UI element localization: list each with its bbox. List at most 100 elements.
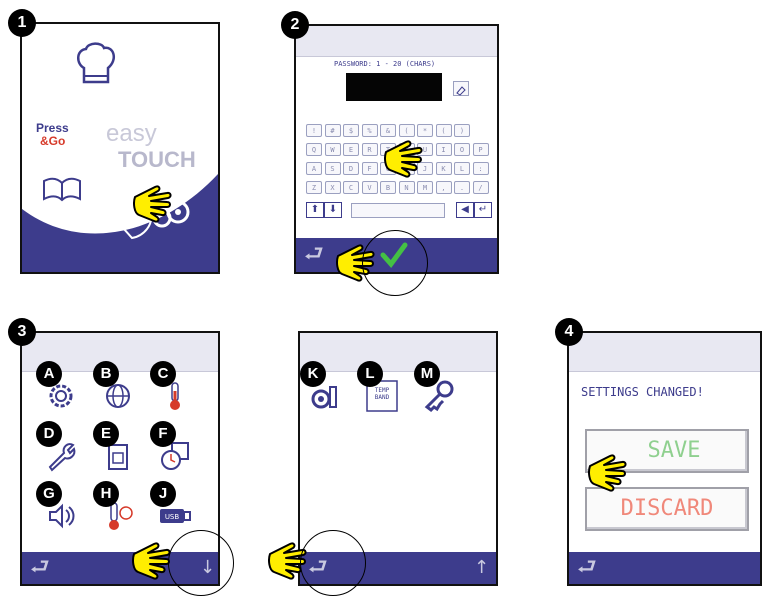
keyboard-key[interactable]: :	[472, 162, 489, 175]
keyboard-key[interactable]: L	[454, 162, 470, 175]
keyboard-key[interactable]: K	[435, 162, 452, 175]
screen-save-settings: SETTINGS CHANGED! SAVE DISCARD ⮐	[567, 331, 762, 586]
clear-field-button[interactable]	[453, 81, 469, 96]
settings-option-a[interactable]	[44, 379, 78, 417]
keyboard-key[interactable]: Z	[306, 181, 322, 194]
discard-label: DISCARD	[620, 496, 714, 521]
keyboard-key[interactable]: V	[361, 181, 378, 194]
document-icon[interactable]	[101, 439, 135, 473]
letter-badge-k: K	[300, 361, 326, 387]
keyboard-key[interactable]: &	[380, 124, 396, 137]
back-arrow-icon[interactable]: ⮐	[30, 555, 50, 580]
keyboard-key[interactable]: $	[343, 124, 359, 137]
step-4-badge: 4	[555, 318, 583, 346]
settings-option-c[interactable]	[158, 379, 192, 417]
keyboard-key[interactable]: .	[454, 181, 470, 194]
password-label: PASSWORD: 1 - 20 (CHARS)	[334, 60, 436, 68]
settings-option-j[interactable]: USB	[158, 499, 192, 537]
press-text: Press	[36, 121, 69, 135]
shift-up-key[interactable]: ⬆	[306, 202, 324, 218]
settings-option-b[interactable]	[101, 379, 135, 417]
keyboard-key[interactable]: M	[417, 181, 433, 194]
bottom-bar: ⮐	[569, 552, 760, 584]
usb-icon[interactable]: USB	[158, 499, 192, 533]
keyboard-key[interactable]: N	[398, 181, 415, 194]
keyboard-key[interactable]: E	[343, 143, 359, 156]
enter-key[interactable]: ↵	[474, 202, 492, 218]
speaker-icon[interactable]	[44, 499, 78, 533]
letter-badge-g: G	[36, 481, 62, 507]
keyboard-key[interactable]: O	[454, 143, 470, 156]
wrench-icon[interactable]	[44, 439, 78, 473]
password-field[interactable]	[346, 73, 442, 101]
key-icon[interactable]	[422, 379, 456, 413]
pointing-hand-keyboard	[384, 140, 423, 178]
letter-badge-f: F	[150, 421, 176, 447]
settings-option-f[interactable]	[158, 439, 192, 477]
letter-badge-l: L	[357, 361, 383, 387]
keyboard-key[interactable]: (	[435, 124, 452, 137]
keyboard-key[interactable]: ,	[435, 181, 452, 194]
eraser-icon	[456, 86, 466, 96]
temp-band-icon[interactable]	[365, 379, 399, 413]
backspace-key[interactable]: ◀	[456, 202, 474, 218]
letter-badge-j: J	[150, 481, 176, 507]
press-go-logo[interactable]: Press &Go	[36, 122, 69, 148]
settings-option-m[interactable]	[422, 379, 456, 417]
keyboard-key[interactable]: *	[417, 124, 433, 137]
keyboard-key[interactable]: D	[343, 162, 359, 175]
keyboard-key[interactable]: R	[361, 143, 378, 156]
keyboard-key[interactable]: B	[380, 181, 396, 194]
settings-option-h[interactable]	[101, 499, 135, 537]
keyboard-key[interactable]: C	[343, 181, 359, 194]
book-icon[interactable]	[42, 177, 82, 203]
gear-icon[interactable]	[44, 379, 78, 413]
shift-down-key[interactable]: ⬇	[324, 202, 342, 218]
pointing-hand-settings	[133, 185, 172, 223]
letter-badge-m: M	[414, 361, 440, 387]
settings-option-d[interactable]	[44, 439, 78, 477]
probe-icon[interactable]	[308, 379, 342, 413]
keyboard-key[interactable]: S	[324, 162, 341, 175]
keyboard-key[interactable]: I	[435, 143, 452, 156]
keyboard-key[interactable]: F	[361, 162, 378, 175]
go-text: &Go	[40, 134, 66, 148]
settings-option-k[interactable]	[308, 379, 342, 417]
keyboard-key[interactable]: !	[306, 124, 322, 137]
pointing-hand-save	[588, 454, 627, 492]
keyboard-key[interactable]: W	[324, 143, 341, 156]
space-key[interactable]	[351, 203, 445, 218]
highlight-circle-scroll-down	[168, 530, 234, 596]
keyboard-key[interactable]: (	[398, 124, 415, 137]
back-arrow-icon[interactable]: ⮐	[304, 242, 324, 267]
discard-button[interactable]: DISCARD	[585, 487, 749, 531]
back-arrow-icon[interactable]: ⮐	[577, 555, 597, 580]
highlight-circle-back	[300, 530, 366, 596]
easy-text: easy	[106, 120, 157, 147]
up-arrow-icon[interactable]: ↑	[474, 557, 490, 578]
keyboard-key[interactable]: A	[306, 162, 322, 175]
letter-badge-a: A	[36, 361, 62, 387]
clock-calendar-icon[interactable]	[158, 439, 192, 473]
letter-badge-b: B	[93, 361, 119, 387]
settings-changed-message: SETTINGS CHANGED!	[581, 385, 704, 399]
keyboard-key[interactable]: #	[324, 124, 341, 137]
chef-hat-icon[interactable]	[76, 42, 116, 86]
top-band	[296, 26, 497, 57]
settings-option-l[interactable]: TEMP BAND	[365, 379, 399, 417]
keyboard-key[interactable]: Q	[306, 143, 322, 156]
keyboard-key[interactable]: X	[324, 181, 341, 194]
thermometer-icon[interactable]	[158, 379, 192, 413]
highlight-circle-confirm	[362, 230, 428, 296]
settings-option-e[interactable]	[101, 439, 135, 477]
keyboard-key[interactable]: /	[472, 181, 489, 194]
temp-band-label: TEMP BAND	[374, 387, 390, 401]
thermometer-clock-icon[interactable]	[101, 499, 135, 533]
globe-icon[interactable]	[101, 379, 135, 413]
keyboard-key[interactable]: P	[472, 143, 489, 156]
keyboard-key[interactable]: J	[417, 162, 433, 175]
keyboard-key[interactable]: )	[454, 124, 470, 137]
keyboard-key[interactable]: %	[361, 124, 378, 137]
settings-option-g[interactable]	[44, 499, 78, 537]
save-label: SAVE	[647, 438, 701, 463]
